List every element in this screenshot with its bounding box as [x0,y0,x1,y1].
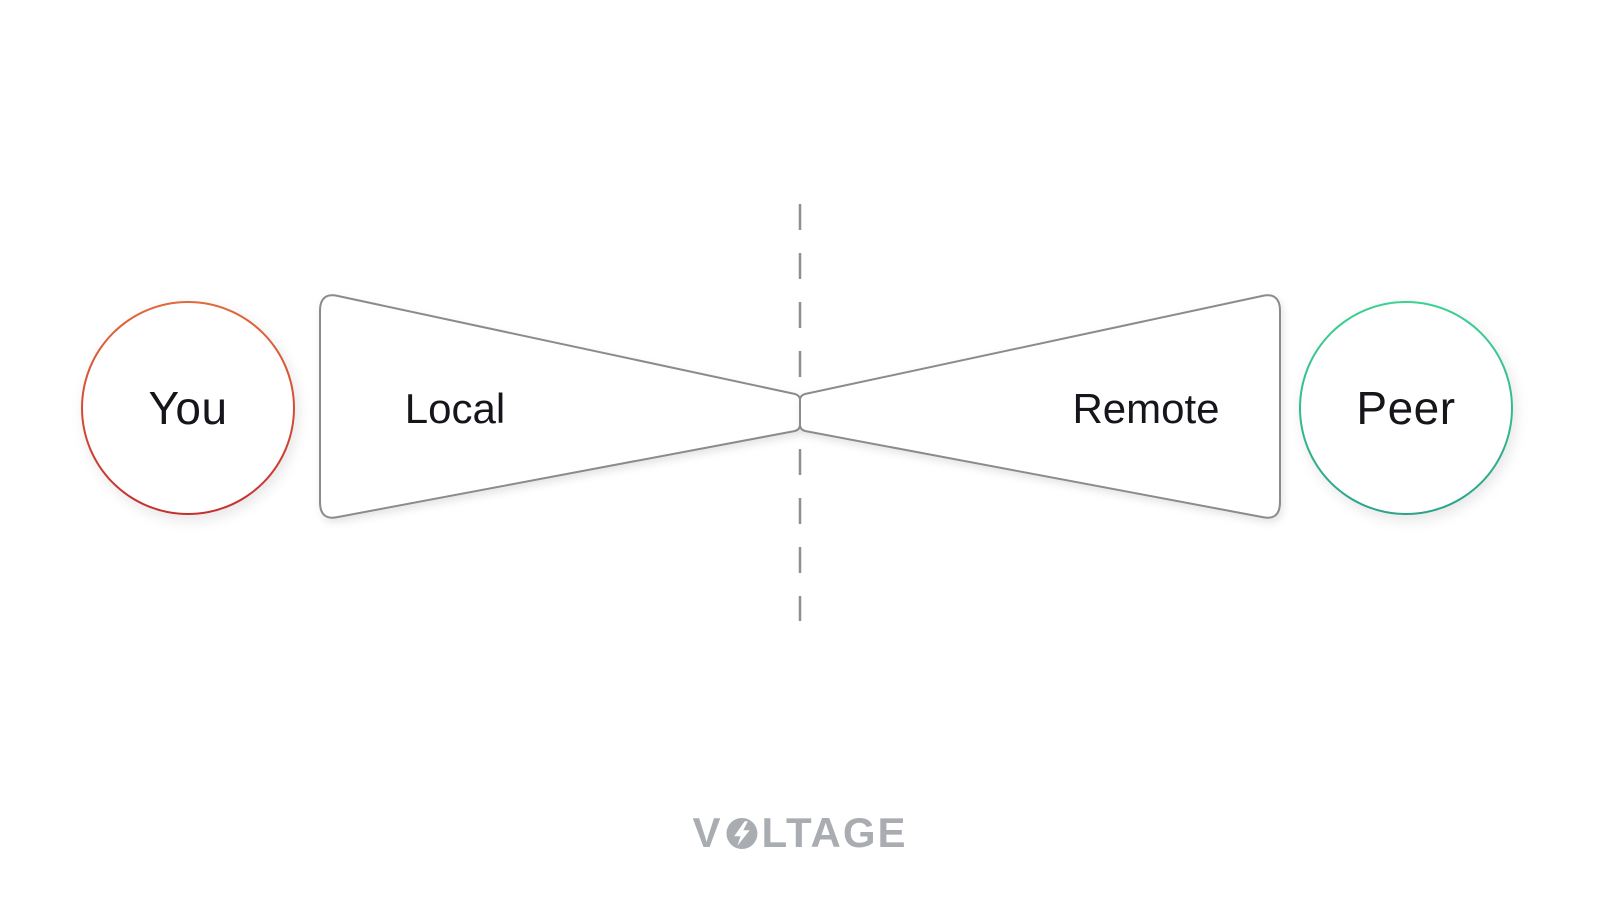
peer-node: Peer [1299,301,1513,515]
voltage-logo-suffix: LTAGE [761,809,908,856]
local-balance-label: Local [404,385,506,432]
peer-node-label: Peer [1356,382,1456,434]
remote-balance-label: Remote [1072,385,1220,432]
lightning-bolt-icon [726,817,758,849]
voltage-logo: V LTAGE [692,812,907,854]
voltage-logo-prefix: V [692,809,723,856]
you-node-face: You [83,303,293,513]
you-node: You [81,301,295,515]
peer-node-face: Peer [1301,303,1511,513]
you-node-label: You [148,382,228,434]
remote-funnel-shape [799,294,1281,519]
local-funnel-shape [319,294,801,519]
